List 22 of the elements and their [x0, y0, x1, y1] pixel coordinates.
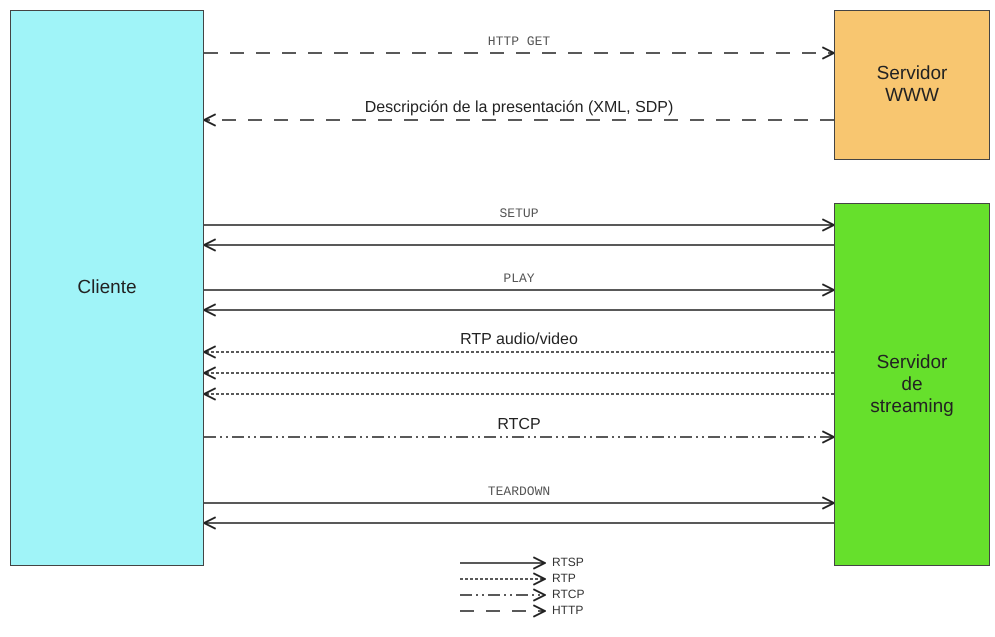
arrow — [203, 516, 834, 530]
node-label: Cliente — [77, 277, 137, 299]
arrow — [203, 345, 834, 359]
arrow — [203, 113, 834, 127]
arrow — [204, 46, 835, 60]
legend-label: HTTP — [552, 603, 584, 617]
arrow — [203, 366, 834, 380]
arrow — [204, 496, 835, 510]
server-box — [834, 10, 990, 160]
node-label: Servidor WWW — [876, 63, 948, 107]
server-box — [834, 203, 990, 566]
arrow — [203, 238, 834, 252]
arrow — [204, 218, 835, 232]
legend-label: RTSP — [552, 555, 584, 569]
arrow — [204, 430, 835, 444]
arrow — [203, 303, 834, 317]
node-label: Servidor de streaming — [870, 352, 954, 418]
arrow — [204, 283, 835, 297]
arrow — [203, 387, 834, 401]
legend-label: RTCP — [552, 587, 584, 601]
legend-label: RTP — [552, 571, 576, 585]
client-box — [10, 10, 204, 566]
